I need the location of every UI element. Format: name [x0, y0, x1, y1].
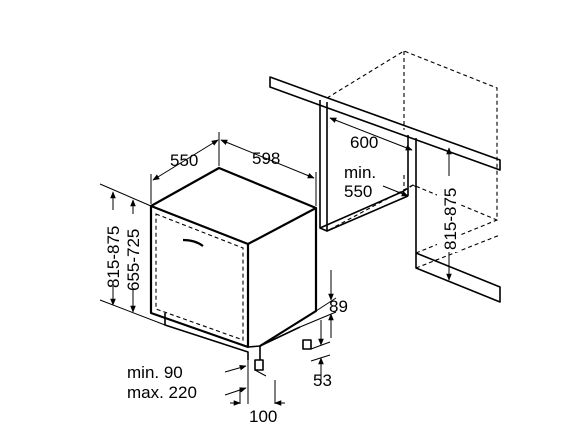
dim-niche-height: 815-875 — [437, 147, 460, 281]
dim-appliance-width: 598 — [220, 139, 317, 206]
dim-appliance-depth: 550 — [150, 132, 220, 204]
label-appliance-depth: 550 — [170, 151, 198, 170]
dishwasher-body — [149, 166, 318, 371]
dim-toe-kick: 89 — [299, 270, 348, 338]
label-appliance-width: 598 — [252, 149, 280, 168]
label-body-height: 655-725 — [124, 229, 143, 291]
dim-foot-height: 53 — [310, 320, 332, 390]
dim-plinth-height: min. 90 max. 220 — [127, 360, 267, 404]
label-plinth-depth: 100 — [249, 407, 277, 426]
label-foot-height: 53 — [313, 371, 332, 390]
label-plinth-min: min. 90 — [127, 363, 183, 382]
label-niche-min-line1: min. — [344, 163, 376, 182]
label-overall-height: 815-875 — [104, 226, 123, 288]
niche-drawing — [269, 50, 501, 303]
dim-overall-height: 815-875 — [99, 183, 166, 326]
label-plinth-max: max. 220 — [127, 383, 197, 402]
label-niche-depth: 600 — [350, 133, 378, 152]
dim-plinth-depth: 100 — [230, 380, 285, 426]
label-niche-min-line2: 550 — [344, 182, 372, 201]
label-toe-kick: 89 — [329, 297, 348, 316]
dim-niche-min-depth: min. 550 — [344, 148, 409, 201]
dim-niche-depth: 600 — [329, 117, 413, 152]
dim-body-height: 655-725 — [121, 199, 143, 313]
label-niche-height: 815-875 — [441, 188, 460, 250]
